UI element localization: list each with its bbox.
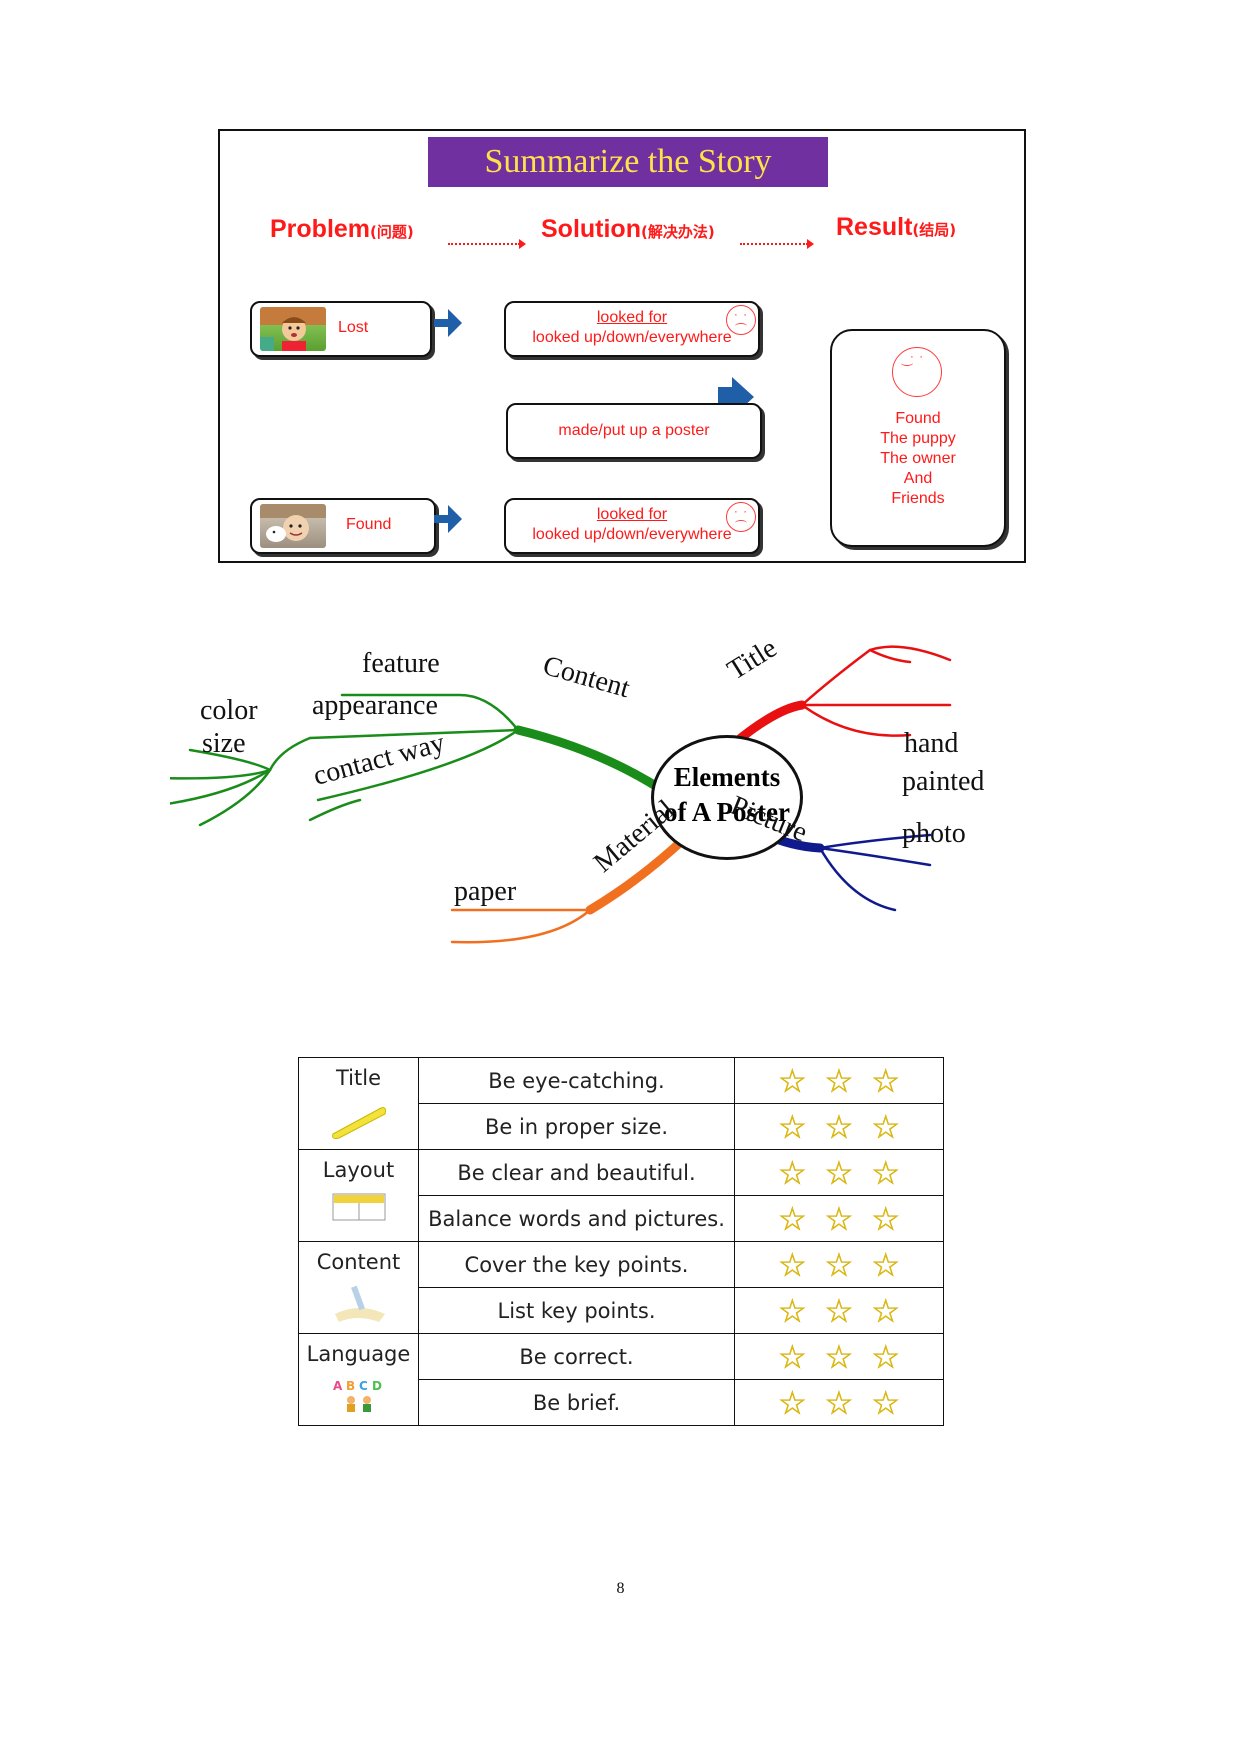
table-row: Title Be eye-catching. ☆☆☆ — [298, 1057, 944, 1150]
star-rating[interactable]: ☆☆☆ — [734, 1287, 944, 1334]
found-label: Found — [346, 516, 392, 533]
star-rating[interactable]: ☆☆☆ — [734, 1103, 944, 1150]
criterion-cell: List key points. — [418, 1287, 735, 1334]
criterion-cell: Be correct. — [418, 1333, 735, 1380]
svg-text:D: D — [372, 1379, 382, 1393]
category-cell-title: Title — [298, 1057, 419, 1150]
layout-icon — [332, 1193, 385, 1221]
table-row: Be brief. ☆☆☆ — [299, 1379, 944, 1426]
criterion-cell: Balance words and pictures. — [418, 1195, 735, 1242]
result-box: Found The puppy The owner And Friends — [830, 329, 1006, 547]
leaf-paper: paper — [454, 876, 517, 907]
category-cell-layout: Layout — [298, 1149, 419, 1242]
flow-result: Result(结局) — [836, 213, 957, 241]
table-row: Balance words and pictures. ☆☆☆ — [299, 1195, 944, 1242]
flow-problem: Problem(问题) — [270, 215, 414, 243]
lost-dog-illustration — [260, 307, 326, 351]
criterion-cell: Cover the key points. — [418, 1241, 735, 1288]
flow-arrow-2 — [740, 239, 814, 249]
lost-box: Lost — [250, 301, 432, 357]
table-row: Layout Be clear and beautiful. ☆☆☆ — [298, 1149, 944, 1242]
found-box: Found — [250, 498, 436, 554]
ruler-icon — [331, 1107, 386, 1139]
star-rating[interactable]: ☆☆☆ — [734, 1379, 944, 1426]
leaf-size: size — [202, 728, 246, 759]
found-dog-illustration — [260, 504, 326, 542]
arrow-right-icon — [434, 309, 462, 337]
material-branch — [450, 833, 690, 944]
star-rating[interactable]: ☆☆☆ — [734, 1057, 944, 1104]
lost-dog-picture — [260, 307, 326, 351]
poster-label: made/put up a poster — [558, 422, 710, 439]
star-rating[interactable]: ☆☆☆ — [734, 1333, 944, 1380]
looked-for-top-line2: looked up/down/everywhere — [532, 329, 732, 346]
svg-text:A: A — [333, 1379, 343, 1393]
page-number: 8 — [616, 1580, 625, 1597]
looked-for-top-line1: looked for — [596, 309, 668, 326]
star-rating[interactable]: ☆☆☆ — [734, 1195, 944, 1242]
mindmap-branches — [170, 645, 952, 944]
poster-elements-mindmap: Elements of A Poster Content Title Pictu… — [170, 600, 1070, 1000]
flow-solution: Solution(解决办法) — [541, 215, 715, 243]
criterion-cell: Be brief. — [418, 1379, 735, 1426]
leaf-hand: hand — [904, 728, 959, 759]
story-summary-panel: Summarize the Story Problem(问题) Solution… — [218, 129, 1026, 563]
star-rating[interactable]: ☆☆☆ — [734, 1241, 944, 1288]
looked-for-bottom-box: looked for looked up/down/everywhere — [504, 498, 760, 554]
sad-face-icon — [726, 502, 756, 532]
looked-for-bottom-line2: looked up/down/everywhere — [532, 526, 732, 543]
result-text: Found The puppy The owner And Friends — [880, 410, 956, 507]
mindmap-center-node: Elements of A Poster — [651, 735, 803, 860]
table-row: Be in proper size. ☆☆☆ — [299, 1103, 944, 1150]
svg-text:B: B — [346, 1379, 355, 1393]
criterion-cell: Be in proper size. — [418, 1103, 735, 1150]
looked-for-bottom-line1: looked for — [596, 506, 668, 523]
lost-label: Lost — [338, 319, 369, 336]
table-row: Content Cover the key points. ☆☆☆ — [298, 1241, 944, 1334]
svg-text:C: C — [359, 1379, 368, 1393]
story-title: Summarize the Story — [428, 137, 828, 187]
abcd-icon: A B C D — [333, 1379, 382, 1412]
poster-box: made/put up a poster — [506, 403, 762, 459]
leaf-photo: photo — [902, 818, 966, 849]
leaf-feature: feature — [362, 648, 440, 679]
poster-rubric-table: Title Be eye-catching. ☆☆☆ Be in proper … — [298, 1057, 944, 1426]
flow-arrow-1 — [448, 239, 526, 249]
arrow-right-icon — [434, 505, 462, 533]
category-cell-language: Language A B C D — [298, 1333, 419, 1426]
found-dog-picture — [260, 504, 326, 548]
writing-icon — [334, 1285, 385, 1322]
sad-face-icon — [726, 305, 756, 335]
looked-for-top-box: looked for looked up/down/everywhere — [504, 301, 760, 357]
leaf-color: color — [200, 695, 258, 726]
criterion-cell: Be eye-catching. — [418, 1057, 735, 1104]
star-rating[interactable]: ☆☆☆ — [734, 1149, 944, 1196]
table-row: Language A B C D Be correct. ☆☆☆ — [298, 1333, 944, 1426]
criterion-cell: Be clear and beautiful. — [418, 1149, 735, 1196]
happy-face-icon — [892, 347, 942, 397]
table-row: List key points. ☆☆☆ — [299, 1287, 944, 1334]
leaf-appearance: appearance — [312, 690, 438, 721]
contact-sub-branch — [308, 798, 362, 822]
category-cell-content: Content — [298, 1241, 419, 1334]
content-branch — [170, 693, 667, 827]
leaf-painted: painted — [902, 766, 985, 797]
